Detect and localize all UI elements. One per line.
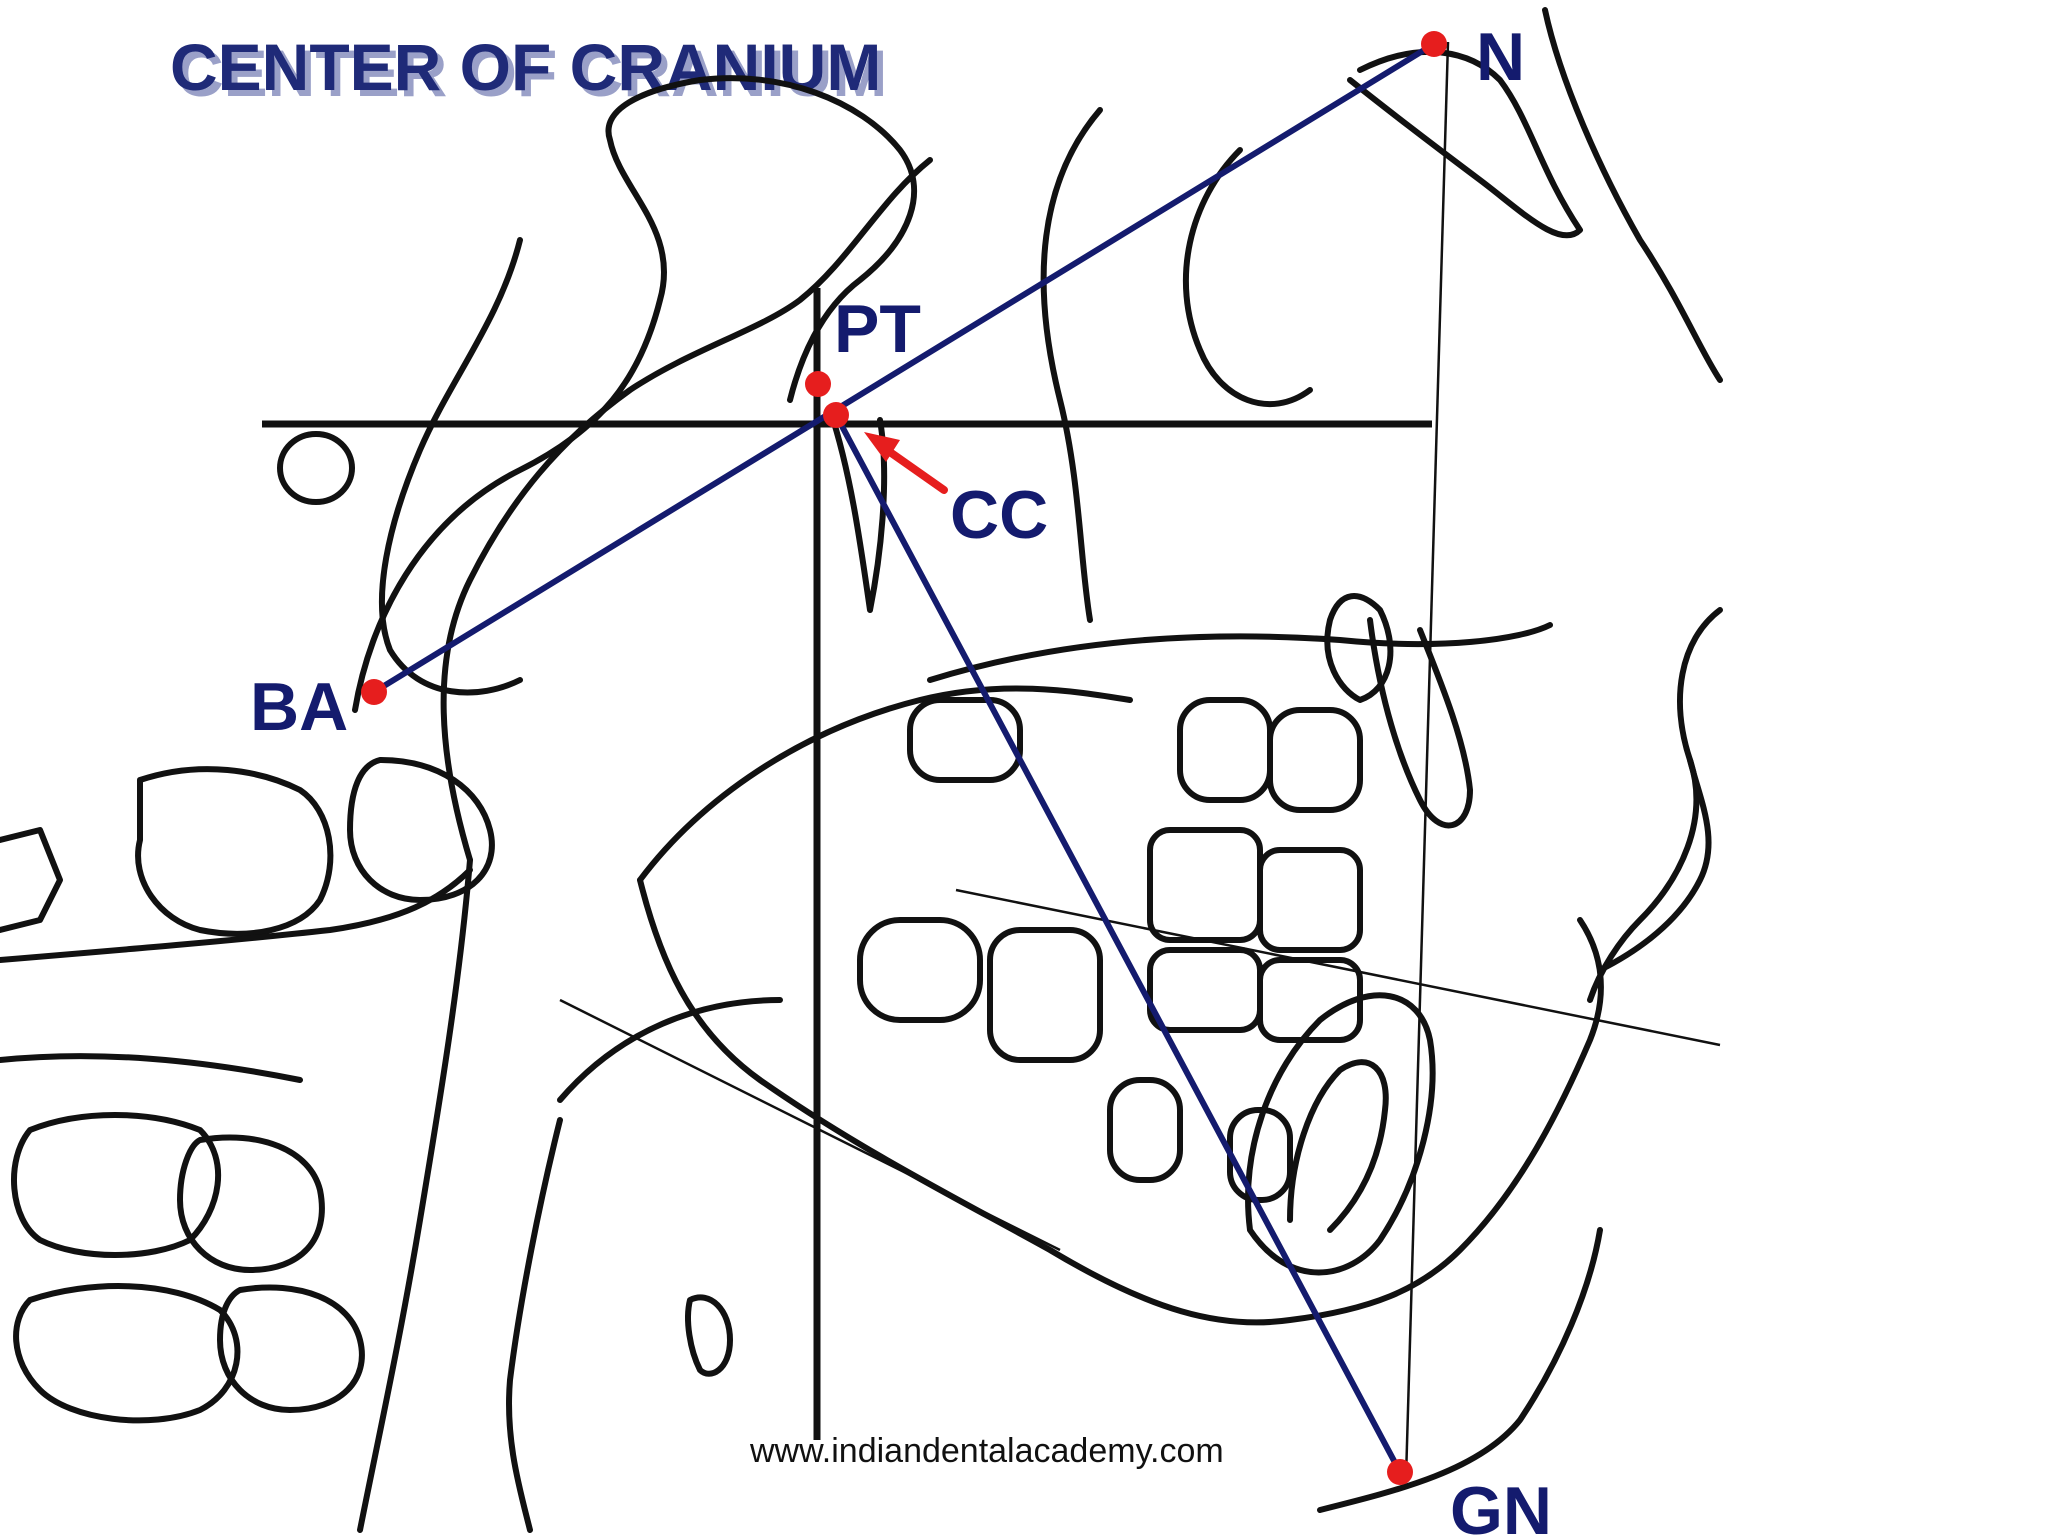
upper-lip [1597, 757, 1712, 973]
soft-tissue-profile [1587, 607, 1723, 1003]
n-label: N [1476, 19, 1525, 95]
diagram-title-shadow: CENTER OF CRANIUM [176, 36, 887, 110]
molar-1 [1177, 697, 1273, 803]
cc-gn-line [833, 412, 1403, 1475]
forehead-profile [1542, 7, 1723, 383]
pt-point [805, 371, 831, 397]
molar-5 [1147, 947, 1263, 1033]
landmark-dots [361, 31, 1447, 1485]
mandible-inner [557, 997, 783, 1103]
occlusal-plane-line [955, 888, 1721, 1047]
cc-arrow-head [864, 432, 900, 462]
orbit-curve-1 [1040, 107, 1103, 623]
reference-axes [262, 288, 1432, 1440]
cc-point [823, 402, 849, 428]
cc-label: CC [950, 477, 1048, 553]
ear-rod-ring [277, 431, 355, 505]
palatal-plane-outline [927, 622, 1553, 683]
hyoid-outline [685, 1294, 733, 1377]
premolar-1 [857, 917, 983, 1023]
vertebra-2 [135, 766, 334, 937]
sphenoid-outline [440, 157, 933, 863]
upper-incisor [1367, 617, 1473, 829]
zygoma-outline [1324, 593, 1394, 703]
ba-n-line [371, 41, 1437, 695]
landmark-labels: N PT CC BA GN [250, 19, 1552, 1536]
ba-label: BA [250, 669, 348, 745]
ramus-outline [357, 857, 473, 1533]
chin-symphysis [1245, 992, 1436, 1276]
sella-outline [352, 75, 918, 713]
watermark-url: www.indiandentalacademy.com [749, 1432, 1224, 1470]
chin-inner [1287, 1059, 1389, 1233]
molar-2 [1267, 707, 1363, 813]
mandible-outline [637, 877, 1604, 1326]
nasal-curve [1347, 48, 1583, 239]
lower-tooth-1 [1107, 1077, 1183, 1183]
vertebra-5 [177, 1134, 325, 1273]
cranial-base-outline [378, 237, 523, 696]
skull-tracing [0, 7, 1723, 1533]
pharynx-line [506, 1117, 563, 1533]
pterygoid-fissure [827, 407, 888, 613]
vertebra-7 [217, 1284, 365, 1413]
lower-soft-tissue [1317, 1227, 1603, 1513]
mandibular-plane-line [559, 998, 1061, 1252]
diagram-title: CENTER OF CRANIUM [170, 30, 881, 104]
n-point [1421, 31, 1447, 57]
cc-arrow [864, 432, 948, 494]
auxiliary-planes [559, 41, 1721, 1479]
premolar-2 [987, 927, 1103, 1063]
molar-3 [1147, 827, 1263, 943]
vertebra-6 [13, 1283, 241, 1424]
molar-4 [1257, 847, 1363, 953]
construction-lines [371, 41, 1437, 1475]
facial-plane-line [1404, 41, 1450, 1479]
maxilla-outline [637, 685, 1133, 883]
lower-tooth-3 [907, 697, 1023, 783]
gn-label: GN [1450, 1473, 1552, 1536]
gn-point [1387, 1459, 1413, 1485]
ba-point [361, 679, 387, 705]
spine-line-2 [0, 1053, 303, 1083]
orbit-curve-2 [1182, 147, 1313, 408]
pt-label: PT [834, 291, 921, 367]
vertebra-1 [0, 827, 63, 933]
spine-line [0, 867, 473, 963]
